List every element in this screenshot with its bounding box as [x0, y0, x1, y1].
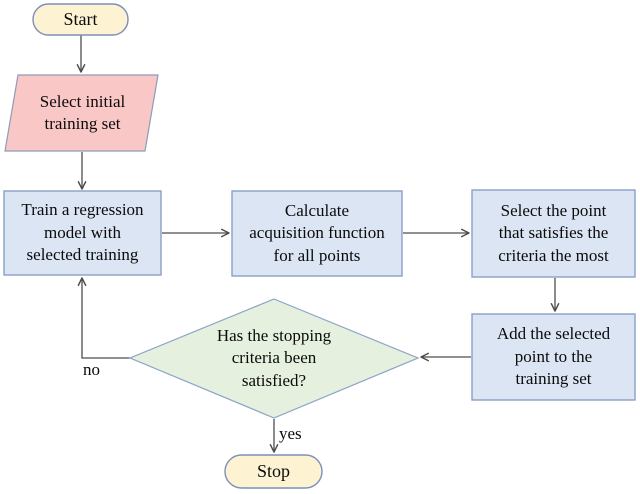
select-point-node-label: Select the point that satisfies the crit…	[498, 200, 609, 265]
calculate-node-shape	[231, 190, 403, 277]
calculate-node-label: Calculate acquisition function for all p…	[249, 200, 385, 265]
stop-node-shape	[224, 454, 323, 489]
train-node-shape	[3, 190, 162, 276]
edge-label-no: no	[83, 360, 100, 379]
flow-arrows	[76, 35, 560, 453]
train-node-label: Train a regression model with selected t…	[21, 200, 144, 265]
stop-node-label: Stop	[256, 460, 290, 481]
select-initial-node-shape	[4, 74, 159, 152]
decision-node-label: Has the stopping criteria been satisfied…	[216, 325, 332, 390]
select-initial-node-label: Select initial training set	[39, 91, 126, 133]
add-point-node-label: Add the selected point to the training s…	[496, 324, 611, 389]
decision-node-shape	[128, 298, 420, 419]
edge-label-yes: yes	[279, 424, 302, 443]
start-node-label: Start	[63, 8, 98, 29]
add-point-node-shape	[471, 313, 636, 401]
select-point-node-shape	[471, 189, 636, 278]
arrow-decision-no-to-train	[77, 277, 130, 359]
start-node-shape	[32, 3, 129, 36]
